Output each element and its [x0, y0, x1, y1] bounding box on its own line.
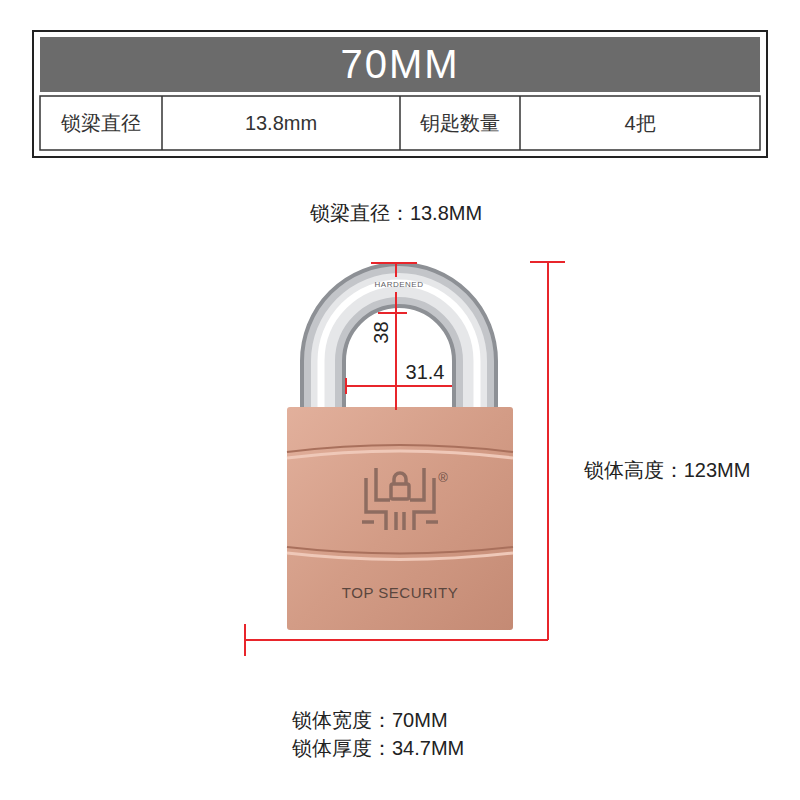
- brand-logo: [362, 468, 438, 530]
- table-divider: [399, 96, 401, 150]
- table-divider: [519, 96, 521, 150]
- dimension-lines: [245, 262, 565, 656]
- dimension-label: 锁梁直径：13.8MM: [310, 202, 482, 225]
- dimension-number: 31.4: [406, 361, 445, 384]
- dimension-label: 锁体高度：123MM: [584, 459, 751, 482]
- table-frame: [33, 31, 767, 157]
- dimension-label: 锁体厚度：34.7MM: [292, 737, 464, 760]
- table-cell: 4把: [624, 112, 655, 135]
- dimension-number: 38: [370, 321, 393, 343]
- engraving: HARDENED: [375, 280, 424, 289]
- brand-text: TOP SECURITY: [342, 584, 458, 601]
- table-cell: 锁梁直径: [61, 112, 141, 135]
- table-header: [40, 37, 760, 92]
- lock-body: TOP SECURITY: [287, 407, 513, 630]
- shackle: [321, 283, 477, 418]
- table-cell: 13.8mm: [245, 112, 317, 135]
- dimension-label: 锁体宽度：70MM: [292, 709, 448, 732]
- registered-mark: ®: [438, 471, 448, 486]
- lock-body: [287, 407, 513, 630]
- table-title: 70MM: [340, 41, 459, 87]
- table-cell: 钥匙数量: [420, 112, 500, 135]
- table-divider: [161, 96, 163, 150]
- table-row: [40, 96, 760, 150]
